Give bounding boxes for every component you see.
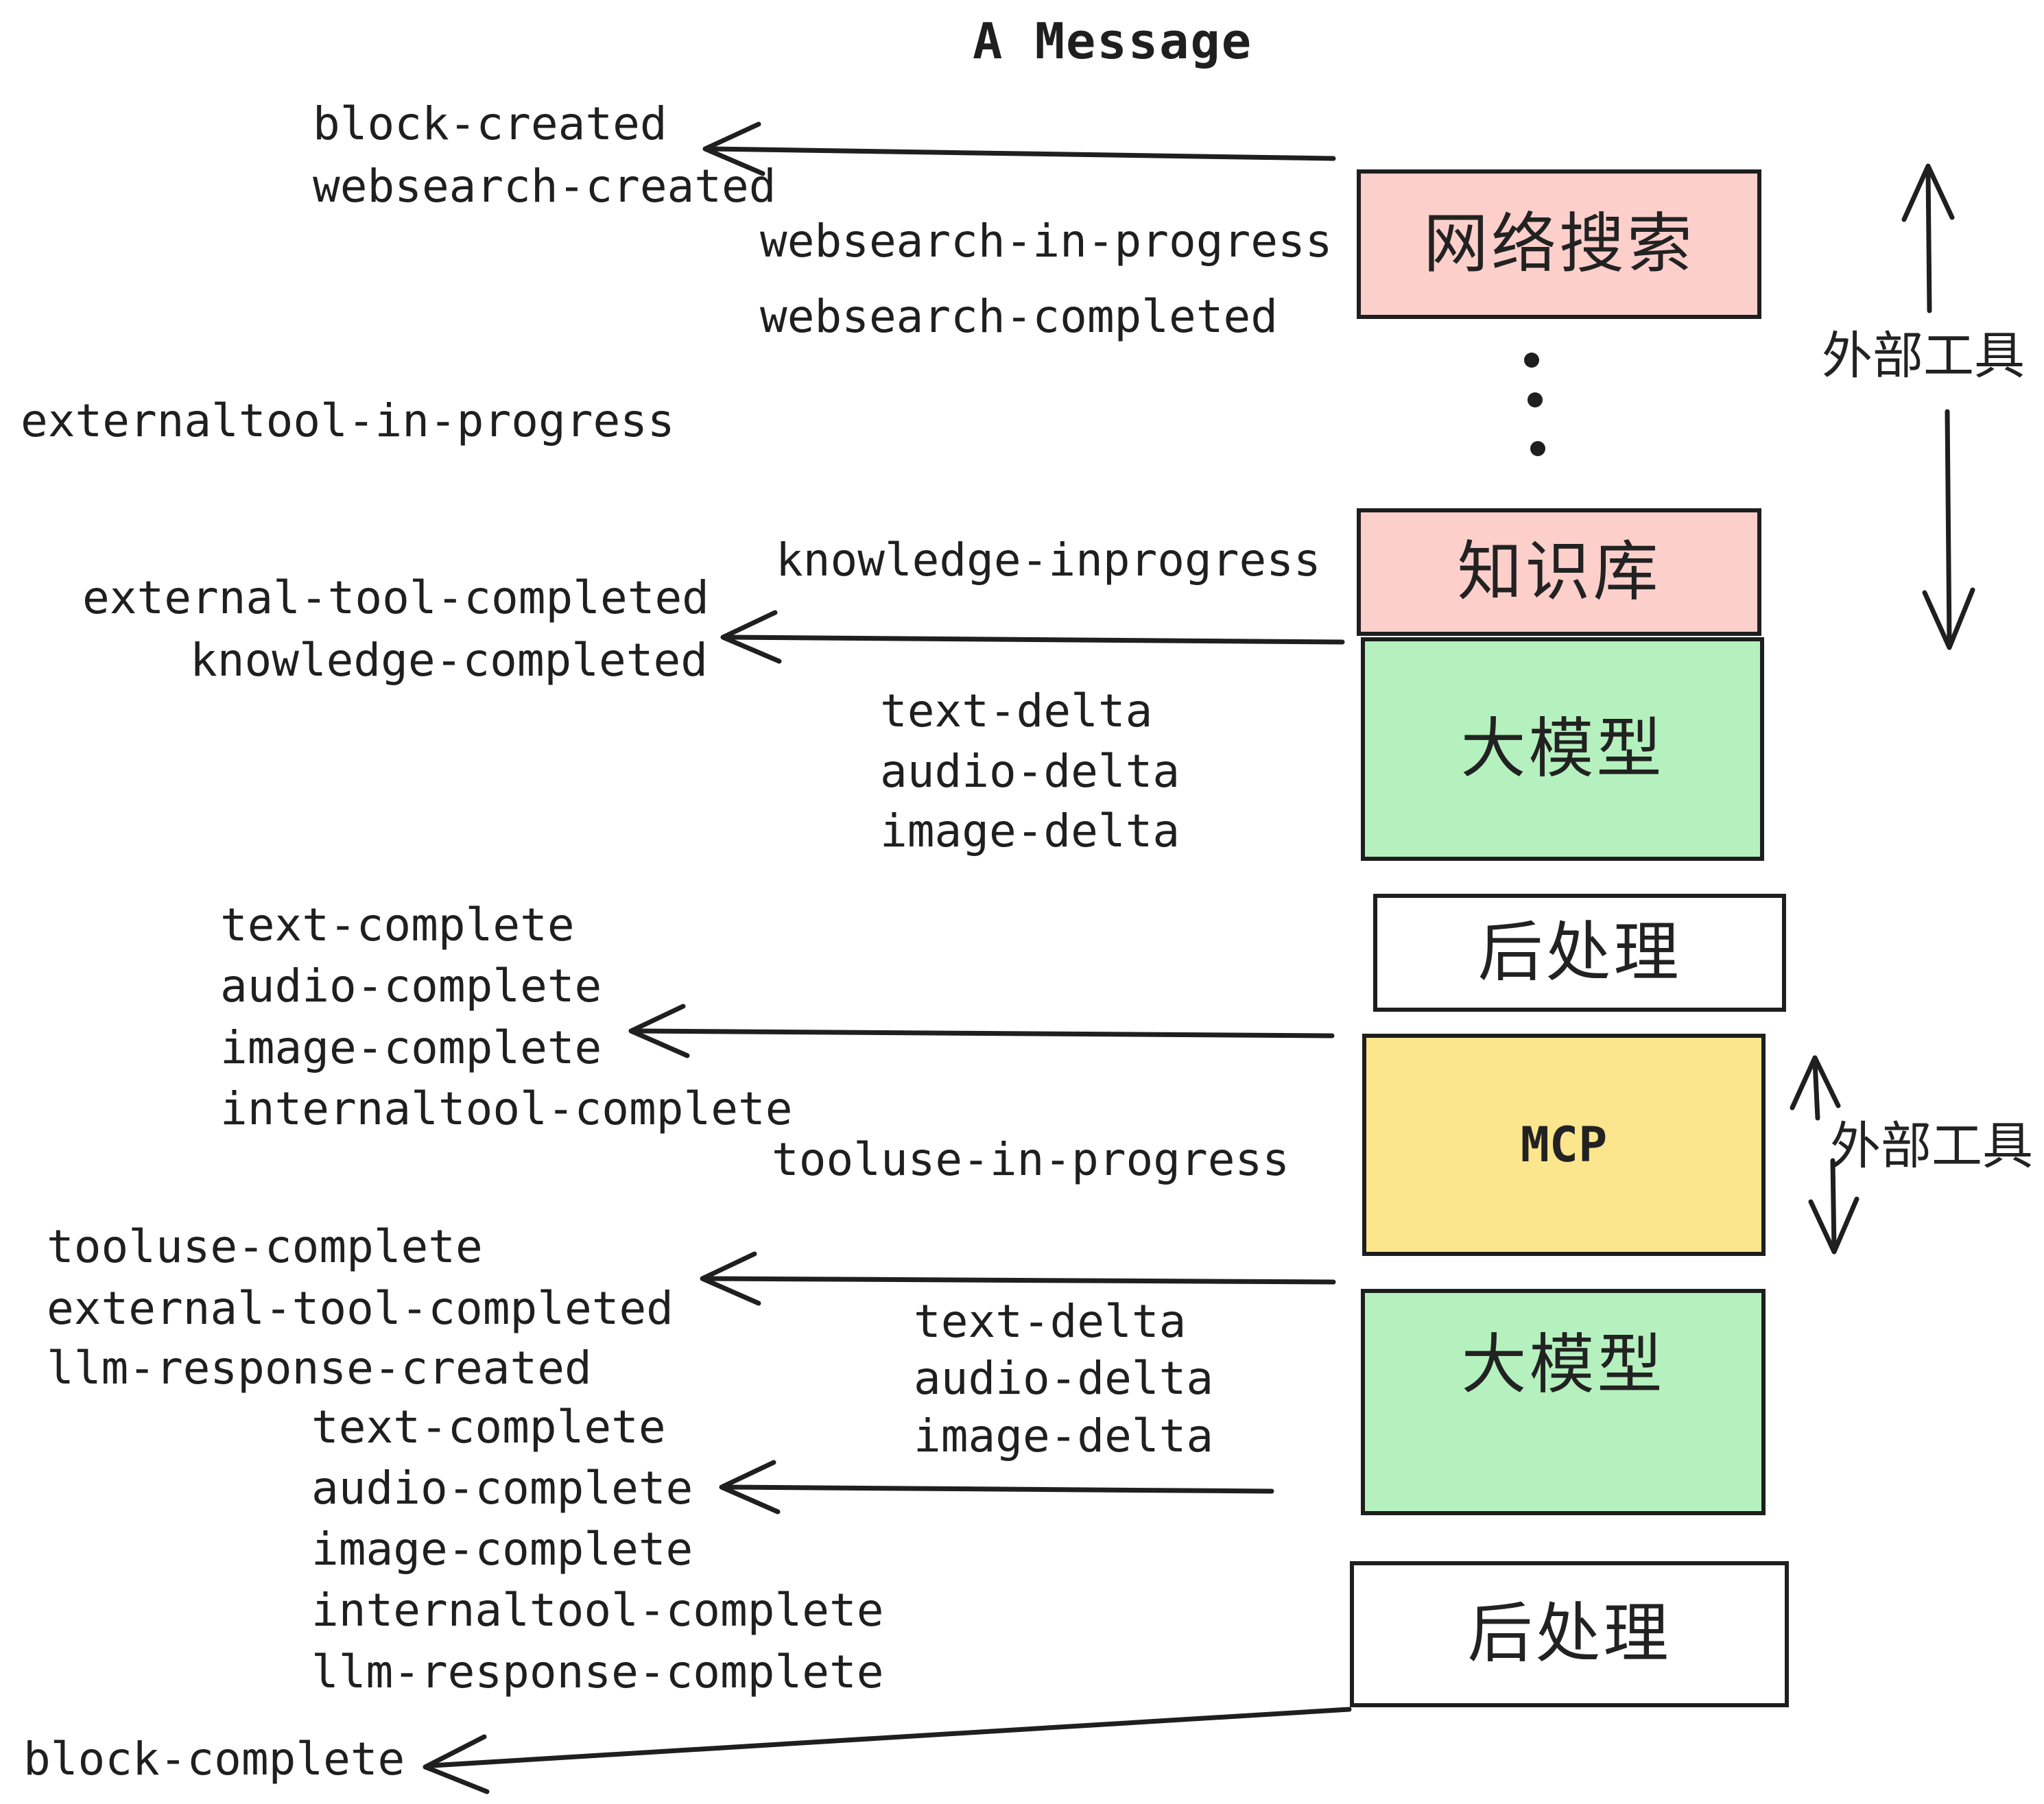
left-arrow-to-image-complete [628,1004,1335,1058]
node-knowledge-label: 知识库 [1457,535,1661,608]
event-label-image-complete-2: image-complete [311,1523,693,1576]
external-tools-bottom-up-arrow [1790,1055,1841,1121]
event-label-external-tool-completed-1: external-tool-completed [82,571,709,624]
event-label-knowledge-inprogress: knowledge-inprogress [776,534,1321,586]
left-arrow-to-block-complete [423,1707,1352,1794]
event-label-text-complete-1: text-complete [220,899,575,951]
vertical-ellipsis-icon [1524,353,1545,456]
event-label-knowledge-completed: knowledge-completed [190,634,708,687]
event-label-websearch-created: websearch-created [313,160,776,213]
event-label-websearch-in-progress: websearch-in-progress [760,215,1333,268]
event-label-externaltool-in-progress: externaltool-in-progress [21,394,675,447]
node-postprocess-1-label: 后处理 [1477,916,1682,989]
external-tools-top-down-arrow [1922,409,1975,650]
node-postprocess-2-label: 后处理 [1467,1598,1672,1670]
node-llm-2: 大模型 [1361,1289,1766,1515]
node-llm-1-label: 大模型 [1460,712,1665,785]
node-postprocess-2: 后处理 [1350,1561,1789,1707]
external-tools-label-top: 外部工具 [1822,327,2025,384]
external-tools-bottom-down-arrow [1808,1158,1859,1255]
event-label-internaltool-complete-1: internaltool-complete [220,1082,793,1135]
event-label-internaltool-complete-2: internaltool-complete [311,1584,884,1637]
node-websearch-label: 网络搜索 [1423,207,1695,281]
event-label-text-delta-2: text-delta [914,1295,1187,1348]
event-label-text-delta-1: text-delta [880,685,1153,737]
left-arrow-to-tooluse-complete [700,1251,1336,1306]
node-mcp-label: MCP [1520,1117,1608,1173]
event-label-websearch-completed: websearch-completed [760,290,1278,343]
left-arrow-to-knowledge-completed [720,610,1345,664]
event-label-audio-complete-2: audio-complete [311,1462,693,1515]
event-label-image-delta-1: image-delta [880,805,1180,857]
node-websearch: 网络搜索 [1357,169,1761,319]
left-arrow-to-websearch-created [702,121,1336,176]
node-postprocess-1: 后处理 [1373,894,1786,1012]
node-knowledge: 知识库 [1357,508,1761,636]
node-mcp: MCP [1362,1034,1766,1256]
event-label-audio-complete-1: audio-complete [220,960,602,1012]
event-label-audio-delta-2: audio-delta [914,1352,1214,1405]
event-label-block-created: block-created [313,97,667,150]
event-label-llm-response-complete: llm-response-complete [311,1646,884,1698]
event-label-tooluse-in-progress: tooluse-in-progress [772,1133,1290,1186]
external-tools-top-up-arrow [1901,163,1955,313]
external-tools-label-bottom: 外部工具 [1830,1117,2033,1174]
event-label-text-complete-2: text-complete [311,1401,666,1453]
event-label-image-delta-2: image-delta [914,1410,1214,1462]
event-label-external-tool-completed-2: external-tool-completed [47,1282,674,1335]
event-label-llm-response-created: llm-response-created [47,1342,592,1394]
event-label-image-complete-1: image-complete [220,1021,602,1074]
event-label-audio-delta-1: audio-delta [880,745,1180,798]
left-arrow-to-audio-complete [719,1460,1274,1515]
event-label-block-complete: block-complete [23,1733,405,1785]
node-llm-2-label: 大模型 [1461,1329,1665,1401]
node-llm-1: 大模型 [1361,637,1764,861]
event-label-tooluse-complete: tooluse-complete [47,1220,483,1273]
page-title: A Message [973,12,1253,70]
